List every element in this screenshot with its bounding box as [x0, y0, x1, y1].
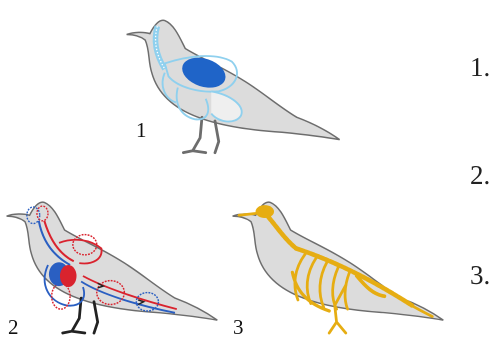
- bird-respiratory-figure: [127, 20, 340, 152]
- side-list-item-2: 2.: [470, 162, 490, 189]
- figure-label-1: 1: [136, 120, 147, 141]
- figure-label-2: 2: [8, 317, 19, 338]
- figure-label-3: 3: [233, 317, 244, 338]
- pigeon-silhouette: [233, 202, 444, 320]
- beak-bone: [239, 213, 256, 215]
- heart-left-side: [60, 265, 77, 287]
- side-list-item-1: 1.: [470, 54, 490, 81]
- bird-circulatory-figure: [7, 202, 218, 333]
- side-list-item-3: 3.: [470, 262, 490, 289]
- bird-skeleton-figure: [233, 202, 444, 333]
- skull: [256, 205, 274, 218]
